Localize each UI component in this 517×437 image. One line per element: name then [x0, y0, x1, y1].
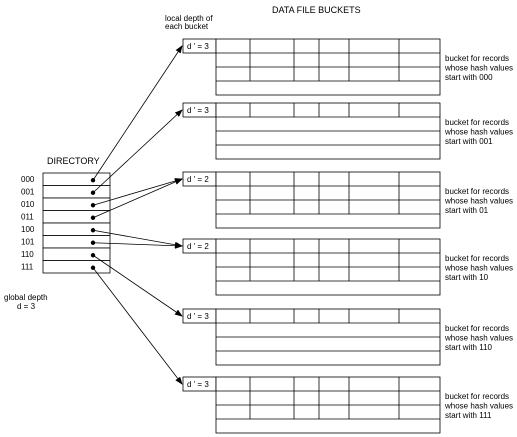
bucket-description: start with 01	[445, 206, 489, 215]
directory-title: DIRECTORY	[47, 156, 100, 166]
bucket-description: start with 111	[445, 411, 492, 420]
bucket-description: bucket for records	[445, 392, 509, 401]
bucket-description: start with 110	[445, 343, 493, 352]
directory-entry-label: 001	[21, 188, 35, 197]
pointer-arrow	[92, 267, 183, 385]
local-depth-label: d ' = 3	[187, 42, 209, 51]
bucket-description: whose hash values	[444, 128, 513, 137]
directory-entry-label: 101	[21, 238, 35, 247]
directory-cell	[42, 210, 111, 224]
diagram-title: DATA FILE BUCKETS	[272, 5, 361, 15]
directory-entry-label: 110	[21, 250, 34, 259]
directory-entry-label: 111	[21, 263, 34, 272]
directory-cell	[42, 197, 111, 211]
directory-cell	[42, 247, 111, 261]
directory-cell	[42, 235, 111, 249]
global-depth-value: d = 3	[17, 302, 36, 311]
directory: 000 001 010 011 100 101 110 111	[21, 172, 111, 274]
global-depth-label: global depth	[4, 293, 48, 302]
local-depth-label: d ' = 2	[187, 242, 209, 251]
directory-entry-label: 010	[21, 200, 35, 209]
directory-entry-label: 100	[21, 225, 35, 234]
bucket-description: start with 000	[445, 73, 493, 82]
bucket-description: whose hash values	[444, 197, 513, 206]
bucket-description: bucket for records	[445, 118, 509, 127]
pointer-arrow	[92, 45, 183, 181]
local-depth-label-line-1: local depth of	[165, 14, 213, 23]
bucket-description: bucket for records	[445, 324, 509, 333]
directory-pointers	[92, 45, 183, 385]
pointer-arrow	[92, 229, 183, 248]
directory-entry-label: 000	[21, 175, 35, 184]
local-depth-label: d ' = 3	[187, 312, 209, 321]
bucket-description: start with 10	[445, 273, 489, 282]
local-depth-label: d ' = 2	[187, 175, 209, 184]
bucket-description: whose hash values	[444, 264, 513, 273]
pointer-arrow	[92, 242, 183, 249]
bucket-description: bucket for records	[445, 254, 509, 263]
local-depth-label: d ' = 3	[187, 380, 209, 389]
bucket-description: bucket for records	[445, 187, 509, 196]
bucket-description: whose hash values	[444, 334, 513, 343]
pointer-arrow	[92, 178, 183, 206]
pointer-arrow	[92, 109, 183, 194]
local-depth-label: d ' = 3	[187, 106, 209, 115]
pointer-arrow	[92, 254, 183, 317]
directory-entry-label: 011	[21, 213, 34, 222]
local-depth-label-line-2: each bucket	[165, 22, 209, 31]
directory-cell	[42, 185, 111, 199]
bucket-description: start with 001	[445, 137, 493, 146]
pointer-arrow	[92, 178, 183, 219]
directory-cell	[42, 222, 111, 236]
bucket-description: bucket for records	[445, 54, 509, 63]
bucket-description: whose hash values	[444, 64, 513, 73]
directory-cell	[42, 172, 111, 186]
bucket-description: whose hash values	[444, 402, 513, 411]
directory-cell	[42, 260, 111, 274]
